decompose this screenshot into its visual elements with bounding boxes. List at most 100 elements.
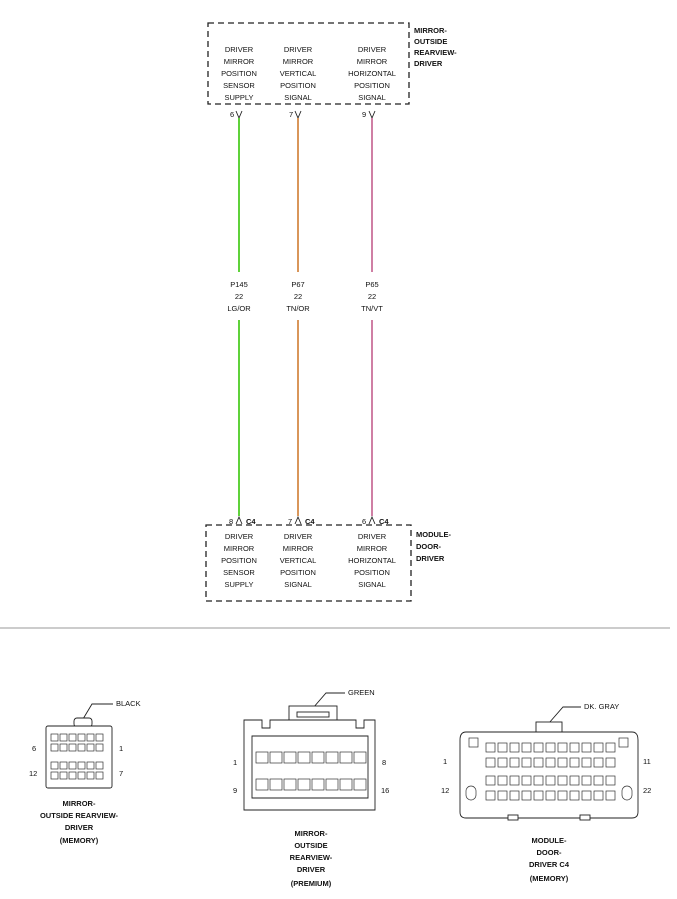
connector-view-mirror-memory: BLACK 6 1 12 7 MIRROR- OUTSIDE REARVIEW-… <box>29 699 141 845</box>
connector2-color-label: GREEN <box>348 688 375 697</box>
mirror-pin9-desc-3: HORIZONTAL <box>348 69 396 78</box>
connector3-color-label: DK. GRAY <box>584 702 619 711</box>
module-pin6-desc-1: DRIVER <box>358 532 387 541</box>
connector3-caption-1: MODULE- <box>532 836 567 845</box>
mirror-component-name-2: OUTSIDE <box>414 37 447 46</box>
connector1-caption-2: OUTSIDE REARVIEW- <box>40 811 119 820</box>
mirror-pin7-desc-4: POSITION <box>280 81 316 90</box>
connector2-caption-4: DRIVER <box>297 865 326 874</box>
connector1-leader <box>82 703 113 720</box>
connector2-pin-top-left: 1 <box>233 758 237 767</box>
module-pin8-terminal <box>235 515 243 525</box>
connector1-caption-1: MIRROR- <box>63 799 96 808</box>
module-pin7-desc-3: VERTICAL <box>280 556 317 565</box>
module-pin7-terminal <box>294 515 302 525</box>
module-pin6-desc-4: POSITION <box>354 568 390 577</box>
connector2-pin-top-right: 8 <box>382 758 386 767</box>
wire-p145-gauge: 22 <box>235 292 243 301</box>
module-pin7-desc-2: MIRROR <box>283 544 314 553</box>
mirror-pin7-number: 7 <box>289 110 293 119</box>
connector3-pin-top-left: 1 <box>443 757 447 766</box>
mirror-component: MIRROR- OUTSIDE REARVIEW- DRIVER DRIVER … <box>207 22 457 120</box>
connector1-pin-top-left: 6 <box>32 744 36 753</box>
mirror-pin7-desc-3: VERTICAL <box>280 69 317 78</box>
mirror-pin7-terminal <box>294 110 302 120</box>
mirror-pin6-number: 6 <box>230 110 234 119</box>
connector3-foot-right <box>579 814 591 821</box>
door-module-name-3: DRIVER <box>416 554 445 563</box>
connector3-caption-2: DOOR- <box>537 848 563 857</box>
mirror-pin9-desc-2: MIRROR <box>357 57 388 66</box>
module-pin6-terminal <box>368 515 376 525</box>
module-pin7-desc-4: POSITION <box>280 568 316 577</box>
module-pin8-desc-5: SUPPLY <box>224 580 253 589</box>
module-pin6-desc-2: MIRROR <box>357 544 388 553</box>
connector1-pin-bottom-right: 7 <box>119 769 123 778</box>
connector1-cavities <box>50 733 104 780</box>
connector2-pin-bottom-right: 16 <box>381 786 389 795</box>
connector3-leader <box>548 706 581 724</box>
module-pin6-connector: C4 <box>379 517 389 526</box>
wire-p67-color: TN/OR <box>286 304 310 313</box>
connector3-latch <box>535 721 563 733</box>
connector1-pin-bottom-left: 12 <box>29 769 37 778</box>
module-pin6-desc-5: SIGNAL <box>358 580 386 589</box>
connector2-caption-3: REARVIEW- <box>290 853 333 862</box>
connector3-foot-left <box>507 814 519 821</box>
wire-p65-gauge: 22 <box>368 292 376 301</box>
wire-p65-circuit: P65 <box>365 280 378 289</box>
module-pin8-number: 8 <box>229 517 233 526</box>
mirror-component-box <box>207 22 410 105</box>
wire-p67-circuit: P67 <box>291 280 304 289</box>
connector2-pin-bottom-left: 9 <box>233 786 237 795</box>
mirror-pin9-desc-5: SIGNAL <box>358 93 386 102</box>
door-module-name-2: DOOR- <box>416 542 442 551</box>
module-pin7-desc-5: SIGNAL <box>284 580 312 589</box>
door-module-box <box>205 524 412 602</box>
connector2-caption-1: MIRROR- <box>295 829 328 838</box>
mirror-pin9-terminal <box>368 110 376 120</box>
wire-p65-color: TN/VT <box>361 304 383 313</box>
mirror-pin6-desc-3: POSITION <box>221 69 257 78</box>
connector2-body <box>243 719 376 811</box>
connector-view-mirror-premium: GREEN 1 8 9 16 MIRROR- OUTSIDE REARVIEW-… <box>233 688 389 888</box>
mirror-pin6-desc-1: DRIVER <box>225 45 254 54</box>
door-module-name-1: MODULE- <box>416 530 451 539</box>
module-pin6-desc-3: HORIZONTAL <box>348 556 396 565</box>
wire-p67-gauge: 22 <box>294 292 302 301</box>
mirror-pin7-desc-2: MIRROR <box>283 57 314 66</box>
connector1-caption-3: DRIVER <box>65 823 94 832</box>
module-pin7-number: 7 <box>288 517 292 526</box>
connector3-pin-bottom-right: 22 <box>643 786 651 795</box>
mirror-pin6-desc-5: SUPPLY <box>224 93 253 102</box>
connector3-pin-top-right: 11 <box>643 757 651 766</box>
mirror-pin7-desc-5: SIGNAL <box>284 93 312 102</box>
wire-p145-circuit: P145 <box>230 280 248 289</box>
mirror-pin6-desc-4: SENSOR <box>223 81 255 90</box>
mirror-component-name-1: MIRROR- <box>414 26 447 35</box>
mirror-pin9-desc-4: POSITION <box>354 81 390 90</box>
mirror-pin6-desc-2: MIRROR <box>224 57 255 66</box>
mirror-pin7-desc-1: DRIVER <box>284 45 313 54</box>
connector1-caption-4: (MEMORY) <box>60 836 99 845</box>
module-pin7-connector: C4 <box>305 517 315 526</box>
module-pin8-desc-1: DRIVER <box>225 532 254 541</box>
mirror-component-name-4: DRIVER <box>414 59 443 68</box>
connector2-caption-5: (PREMIUM) <box>291 879 332 888</box>
connector2-inner-frame <box>251 735 369 799</box>
door-module-component: MODULE- DOOR- DRIVER 8 C4 7 C4 6 C4 DRIV… <box>205 515 451 602</box>
connector1-pin-top-right: 1 <box>119 744 123 753</box>
connector3-pin-bottom-left: 12 <box>441 786 449 795</box>
connector3-caption-3: DRIVER C4 <box>529 860 570 869</box>
connector-view-door-module-c4: DK. GRAY 1 11 12 22 MODULE- DOOR- DRIVER… <box>441 702 651 883</box>
connector2-caption-2: OUTSIDE <box>294 841 327 850</box>
module-pin8-desc-4: SENSOR <box>223 568 255 577</box>
connector3-caption-4: (MEMORY) <box>530 874 569 883</box>
module-pin6-number: 6 <box>362 517 366 526</box>
module-pin8-desc-3: POSITION <box>221 556 257 565</box>
module-pin8-desc-2: MIRROR <box>224 544 255 553</box>
mirror-pin9-desc-1: DRIVER <box>358 45 387 54</box>
mirror-pin6-terminal <box>235 110 243 120</box>
connector2-latch-inner <box>296 711 330 718</box>
